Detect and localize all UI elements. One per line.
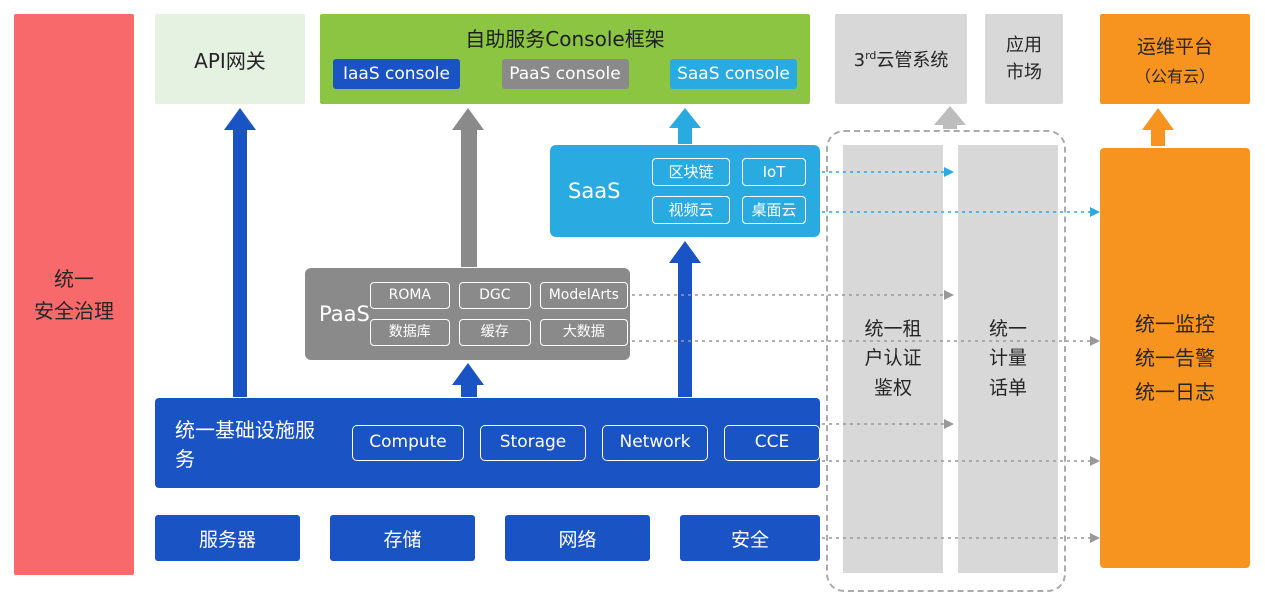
om-platform-box: 运维平台 （公有云） [1100,14,1250,104]
monitor-alarm-log-label: 统一监控 统一告警 统一日志 [1135,312,1215,404]
third-party-cms-label: 3rd云管系统 [853,49,949,71]
paas-item-cache: 缓存 [458,319,531,346]
hardware-server-box: 服务器 [155,515,300,561]
saas-box: SaaS 区块链 IoT 视频云 桌面云 [550,145,820,237]
app-market-label: 应用 市场 [1006,35,1042,83]
console-framework-box: 自助服务Console框架 IaaS console PaaS console … [320,14,810,104]
paas-item-bigdata: 大数据 [539,319,628,346]
api-gateway-box: API网关 [155,14,305,104]
infrastructure-services-row: Compute Storage Network CCE [352,425,820,461]
hardware-network-box: 网络 [505,515,650,561]
infrastructure-label: 统一基础设施服务 [175,418,315,471]
console-row: IaaS console PaaS console SaaS console [333,59,797,89]
arrow-infra-to-api-gateway [224,108,256,397]
hardware-storage-box: 存储 [330,515,475,561]
om-platform-title: 运维平台 [1136,35,1213,58]
om-platform-subtitle: （公有云） [1134,66,1215,86]
arrow-saas-to-console [669,108,701,144]
console-framework-title: 自助服务Console框架 [465,27,665,51]
dotted-security-to-monitor-head [1090,533,1100,543]
iaas-console-chip: IaaS console [333,59,460,89]
arrow-paas-to-console [452,108,484,267]
metering-billing-label: 统一 计量 话单 [988,317,1027,399]
saas-label: SaaS [568,179,621,203]
security-governance-label: 统一 安全治理 [34,266,114,323]
paas-label: PaaS [319,302,370,326]
infra-item-cce: CCE [724,425,820,461]
arrow-infra-to-saas [669,241,701,397]
saas-item-video-cloud: 视频云 [652,196,730,224]
app-market-box: 应用 市场 [985,14,1063,104]
metering-billing-bar: 统一 计量 话单 [958,145,1058,573]
saas-console-chip: SaaS console [670,59,797,89]
paas-console-chip: PaaS console [501,59,629,89]
infrastructure-box: 统一基础设施服务 Compute Storage Network CCE [155,398,820,488]
paas-item-database: 数据库 [369,319,450,346]
third-party-cms-box: 3rd云管系统 [835,14,967,104]
paas-item-dgc: DGC [458,282,531,309]
paas-services-grid: ROMA DGC ModelArts 数据库 缓存 大数据 [369,282,628,346]
security-governance-bar: 统一 安全治理 [14,14,134,575]
dotted-infra-to-monitor-head [1090,456,1100,466]
arrow-monitor-to-om-platform [1142,108,1174,146]
infra-item-compute: Compute [352,425,464,461]
shared-services-dashed-frame [826,130,1066,592]
paas-box: PaaS ROMA DGC ModelArts 数据库 缓存 大数据 [305,268,630,360]
infra-item-network: Network [602,425,708,461]
arrow-infra-to-paas [452,363,484,397]
dotted-saas-to-monitor-head [1090,207,1100,217]
hardware-security-box: 安全 [680,515,820,561]
arrow-shared-to-3rd-cms [934,106,966,129]
infra-item-storage: Storage [480,425,586,461]
api-gateway-label: API网关 [194,48,266,73]
saas-item-iot: IoT [742,158,806,186]
tenant-auth-label: 统一租 户认证 鉴权 [864,317,922,399]
saas-item-desktop-cloud: 桌面云 [742,196,806,224]
saas-item-blockchain: 区块链 [652,158,730,186]
dotted-paas-to-monitor-head [1090,336,1100,346]
monitor-alarm-log-bar: 统一监控 统一告警 统一日志 [1100,148,1250,568]
tenant-auth-bar: 统一租 户认证 鉴权 [843,145,943,573]
paas-item-modelarts: ModelArts [539,282,628,309]
paas-item-roma: ROMA [369,282,450,309]
saas-services-grid: 区块链 IoT 视频云 桌面云 [652,158,806,224]
